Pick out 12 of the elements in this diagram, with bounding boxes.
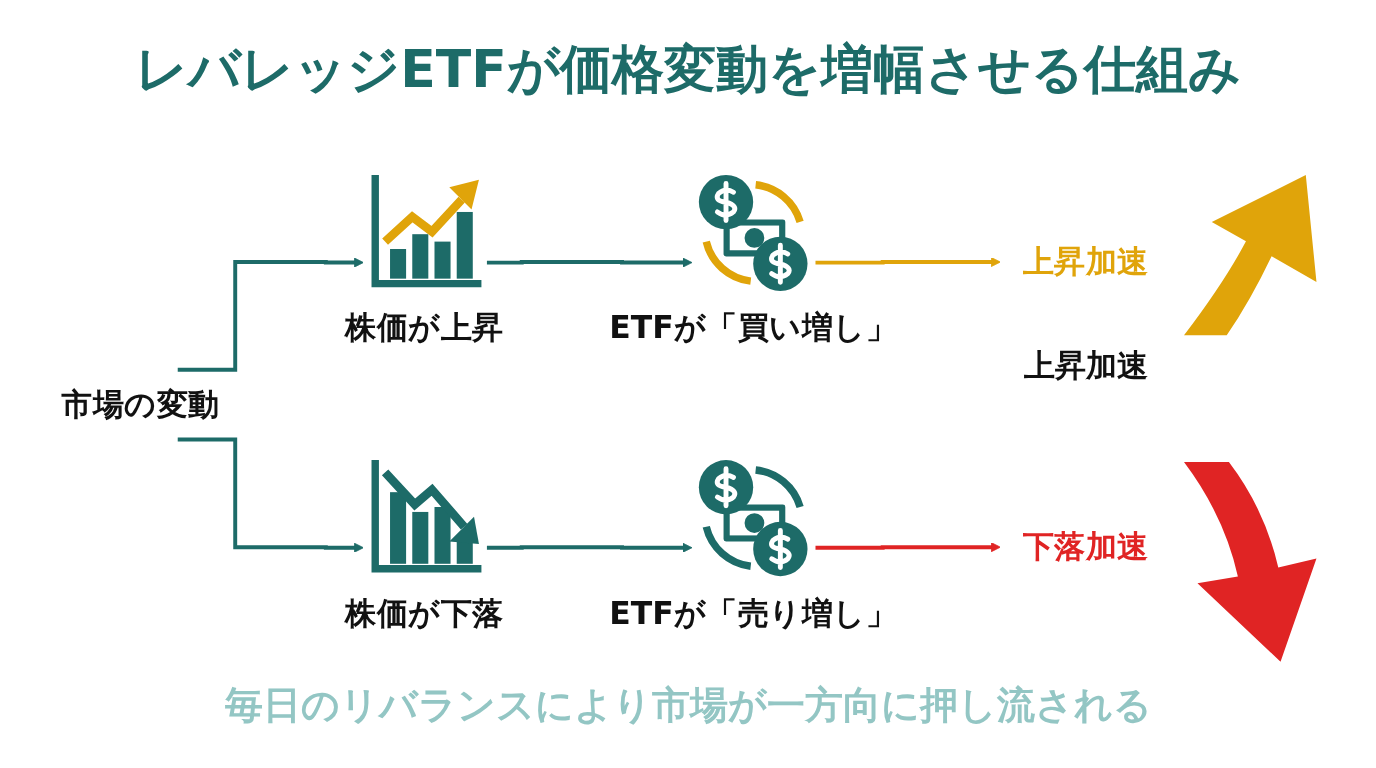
arrow <box>486 258 693 268</box>
node-text: 下落加速 <box>1022 528 1149 566</box>
node-text: 市場の変動 <box>61 385 220 423</box>
node-text: 上昇加速 <box>1022 243 1149 281</box>
arrow <box>815 542 1001 553</box>
caption: 毎日のリバランスにより市場が一方向に押し流される <box>224 684 1152 728</box>
title: レバレッジETFが価格変動を増幅させる仕組み <box>135 40 1241 100</box>
arrow <box>177 258 364 373</box>
text-label: 上昇加速 <box>1023 346 1148 383</box>
arrow <box>815 257 1001 268</box>
arrow <box>177 437 364 554</box>
arrow <box>486 543 693 554</box>
